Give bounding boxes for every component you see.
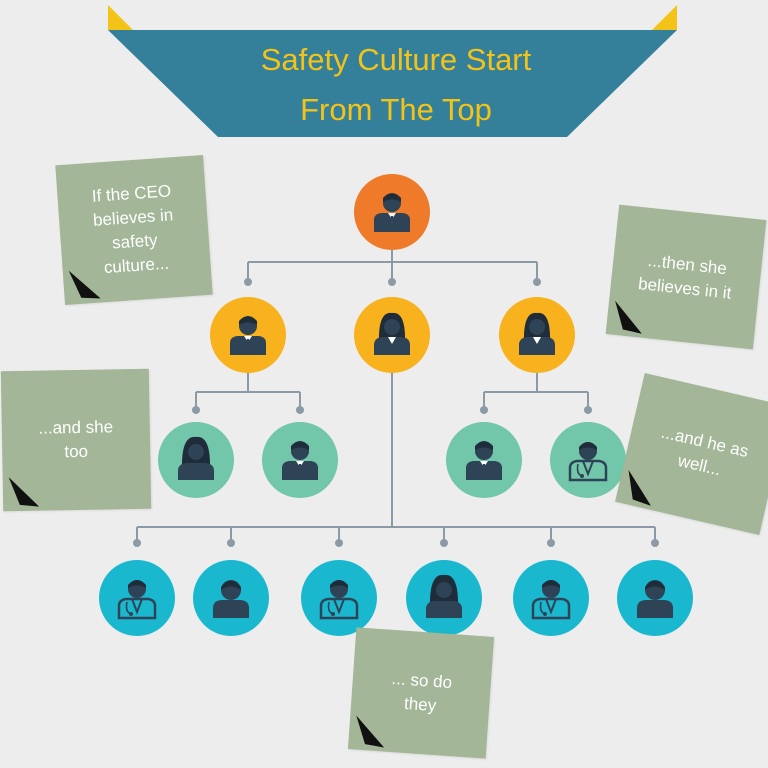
node-staff-3 xyxy=(446,422,522,498)
note-ceo: If the CEO believes in safety culture... xyxy=(55,155,213,305)
note-fold-icon xyxy=(356,715,385,748)
note-then-she: ...then she believes in it xyxy=(605,204,767,350)
node-manager-center xyxy=(354,297,430,373)
title-line-1: Safety Culture Start xyxy=(261,42,532,77)
note-so-do-they-text: ... so do they xyxy=(391,668,453,716)
node-manager-right xyxy=(499,297,575,373)
banner-corner-right xyxy=(652,5,677,30)
note-so-do-they: ... so do they xyxy=(347,627,495,759)
note-then-she-text: ...then she believes in it xyxy=(637,250,733,303)
note-and-she-too-text: ...and she too xyxy=(38,417,114,462)
note-fold-icon xyxy=(8,477,40,507)
node-manager-left xyxy=(210,297,286,373)
note-fold-icon xyxy=(628,469,652,506)
note-ceo-text: If the CEO believes in safety culture... xyxy=(91,181,174,278)
note-and-he: ...and he as well... xyxy=(615,373,768,535)
node-staff-2 xyxy=(262,422,338,498)
node-worker-5 xyxy=(513,560,589,636)
note-fold-icon xyxy=(68,270,101,299)
node-ceo xyxy=(354,174,430,250)
note-and-he-text: ...and he as well... xyxy=(659,422,751,480)
title-banner xyxy=(108,30,677,137)
connector-dots xyxy=(133,278,659,547)
connector-lines xyxy=(136,248,656,543)
node-staff-4 xyxy=(550,422,626,498)
node-worker-4 xyxy=(406,560,482,636)
node-staff-1 xyxy=(158,422,234,498)
node-worker-1 xyxy=(99,560,175,636)
node-worker-3 xyxy=(301,560,377,636)
node-worker-6 xyxy=(617,560,693,636)
title-line-2: From The Top xyxy=(300,92,492,127)
note-fold-icon xyxy=(615,300,642,334)
node-worker-2 xyxy=(193,560,269,636)
banner-corner-left xyxy=(108,5,133,30)
note-and-she-too: ...and she too xyxy=(0,368,152,512)
